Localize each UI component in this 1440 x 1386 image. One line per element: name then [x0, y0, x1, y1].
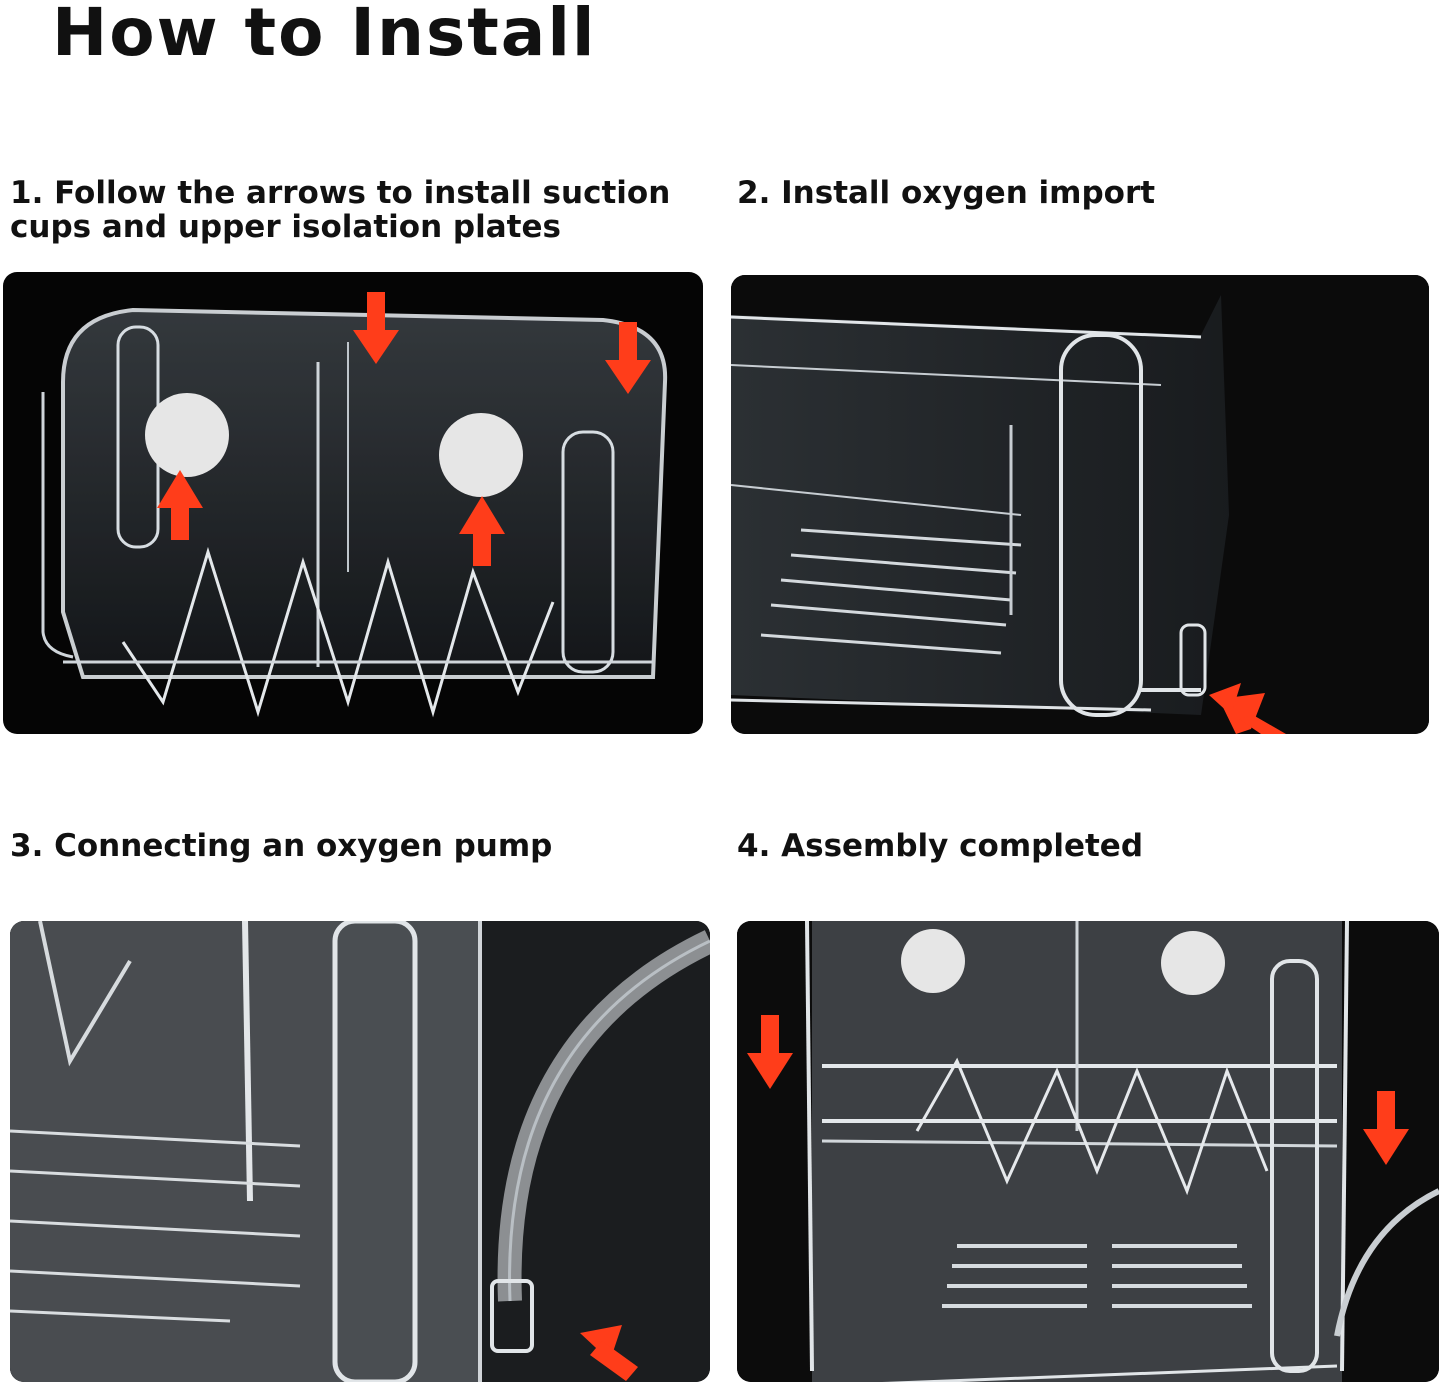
page-title: How to Install: [52, 0, 597, 71]
oxygen-pump-tube-illustration: [10, 921, 710, 1382]
suction-cup-icon: [145, 393, 229, 477]
down-arrow-icon: [747, 1015, 793, 1089]
breeding-box-illustration: [41, 292, 668, 718]
step-2-label: 2. Install oxygen import: [737, 175, 1156, 211]
suction-cup-icon: [1161, 931, 1225, 995]
step-3-photo: [10, 921, 710, 1382]
step-4-label: 4. Assembly completed: [737, 828, 1144, 864]
step-4-photo: [737, 921, 1439, 1382]
diagonal-arrow-icon: [580, 1325, 638, 1381]
diagonal-arrow-icon: [1209, 683, 1286, 734]
step-2-photo: [731, 275, 1429, 734]
down-arrow-icon: [605, 322, 651, 394]
step-3-label: 3. Connecting an oxygen pump: [10, 828, 553, 864]
down-arrow-icon: [1363, 1091, 1409, 1165]
down-arrow-icon: [353, 292, 399, 364]
step-1-label: 1. Follow the arrows to install suction …: [10, 175, 671, 245]
suction-cup-icon: [439, 413, 523, 497]
assembled-box-illustration: [737, 921, 1439, 1382]
oxygen-inlet-illustration: [731, 275, 1429, 734]
up-arrow-icon: [459, 496, 505, 566]
suction-cup-icon: [901, 929, 965, 993]
up-arrow-icon: [157, 470, 203, 540]
step-1-photo: [3, 272, 703, 734]
